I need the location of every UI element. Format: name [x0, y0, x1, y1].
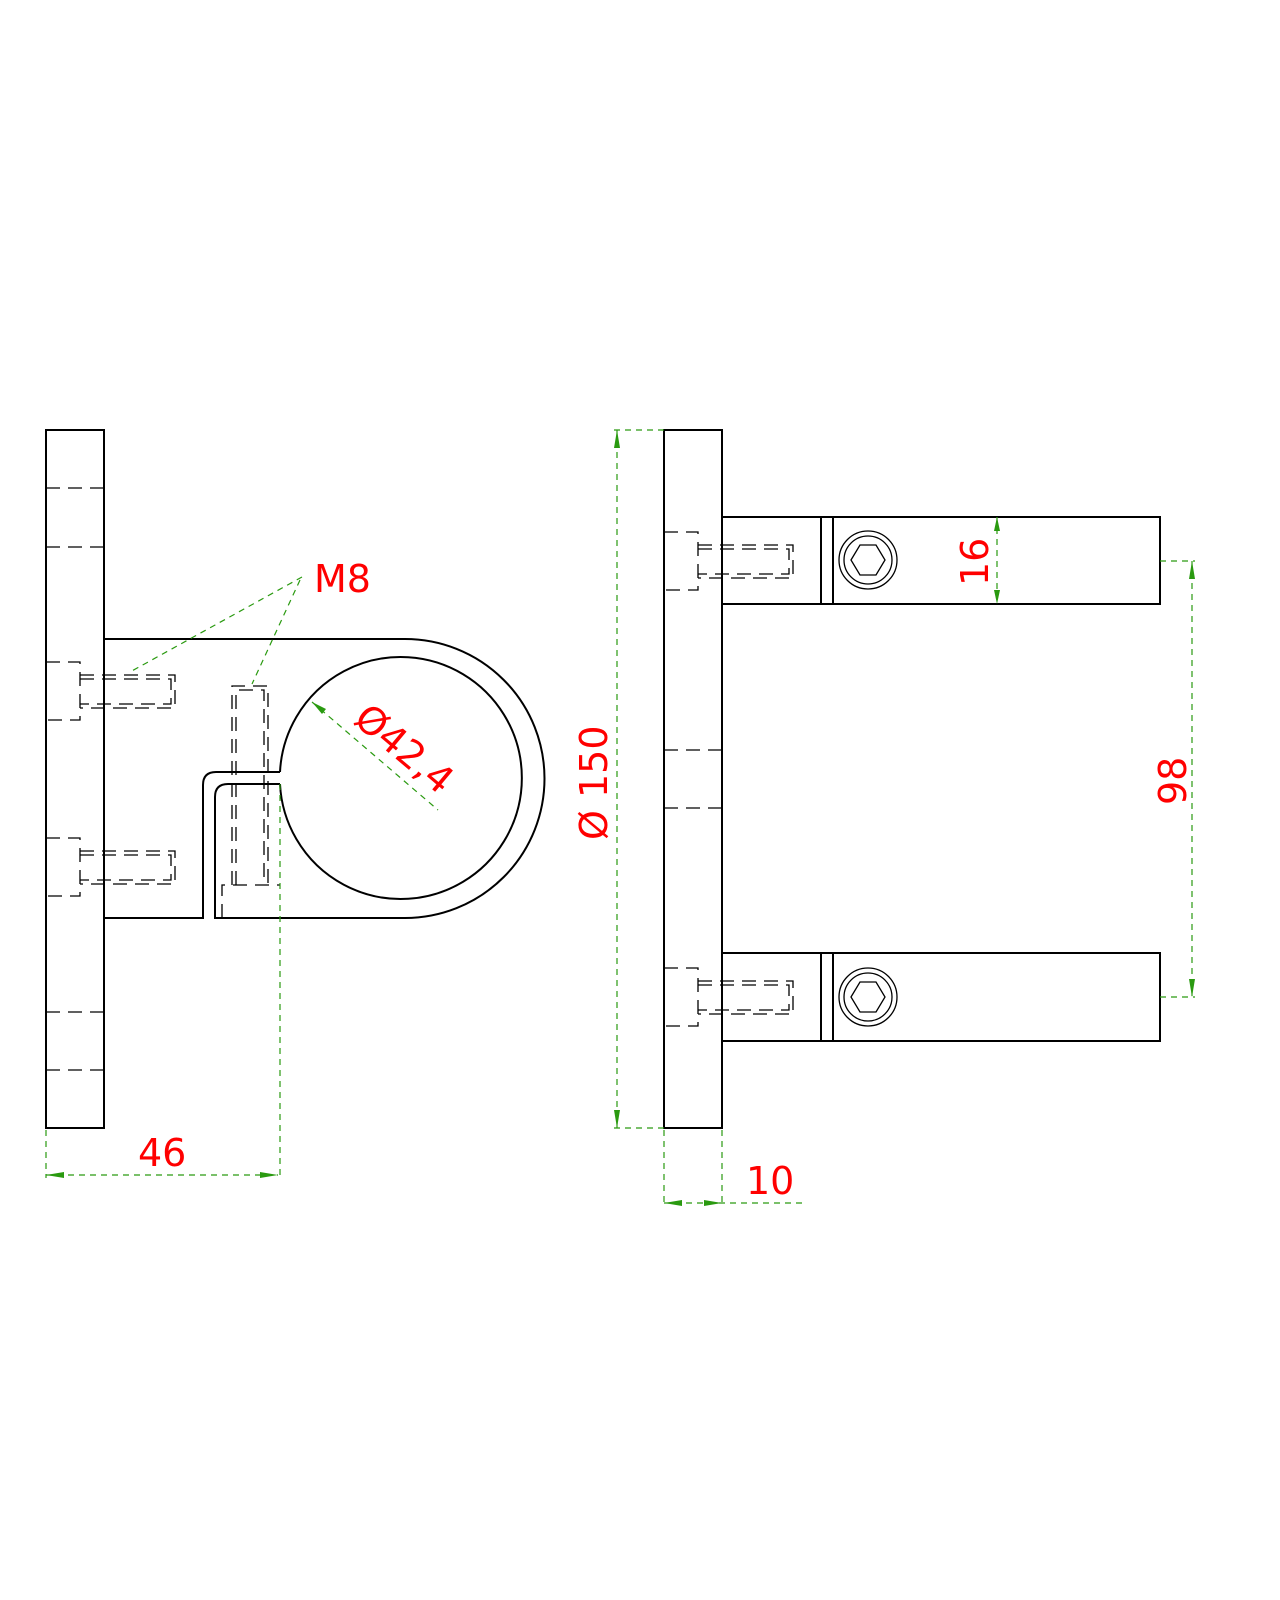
- clamp-body-outline: [104, 638, 546, 919]
- plate-hidden-lines: [46, 487, 104, 1071]
- side-view: M8 Ø42,4 46: [45, 429, 546, 1178]
- hex-socket-screw-icon: [838, 530, 898, 590]
- plate-diameter-label: Ø 150: [572, 725, 616, 840]
- arm-height-label: 16: [953, 538, 997, 586]
- tube-diameter-dim-line: [311, 701, 439, 811]
- tube-bore: [279, 656, 523, 900]
- base-plate-front: [663, 429, 723, 1129]
- front-view: Ø 150 16 98 10: [572, 429, 1195, 1206]
- thread-label: M8: [314, 557, 371, 601]
- arrow-icon: [312, 702, 326, 714]
- arm-lower: [664, 952, 1161, 1042]
- tube-diameter-label: Ø42,4: [346, 695, 462, 802]
- arm-upper: [664, 516, 1161, 605]
- bolt-hidden-upper: [46, 661, 176, 721]
- arm-spacing-label: 98: [1151, 757, 1195, 805]
- clamp-slot: [104, 771, 280, 919]
- bolt-hidden-vertical: [221, 685, 280, 918]
- base-plate: [45, 429, 105, 1129]
- depth-label: 46: [138, 1131, 186, 1175]
- m8-leader-1: [129, 576, 303, 673]
- plate-thickness-label: 10: [746, 1159, 794, 1203]
- m8-leader-2: [251, 579, 301, 685]
- hex-socket-screw-icon: [838, 967, 898, 1027]
- bolt-hidden-lower: [46, 837, 176, 897]
